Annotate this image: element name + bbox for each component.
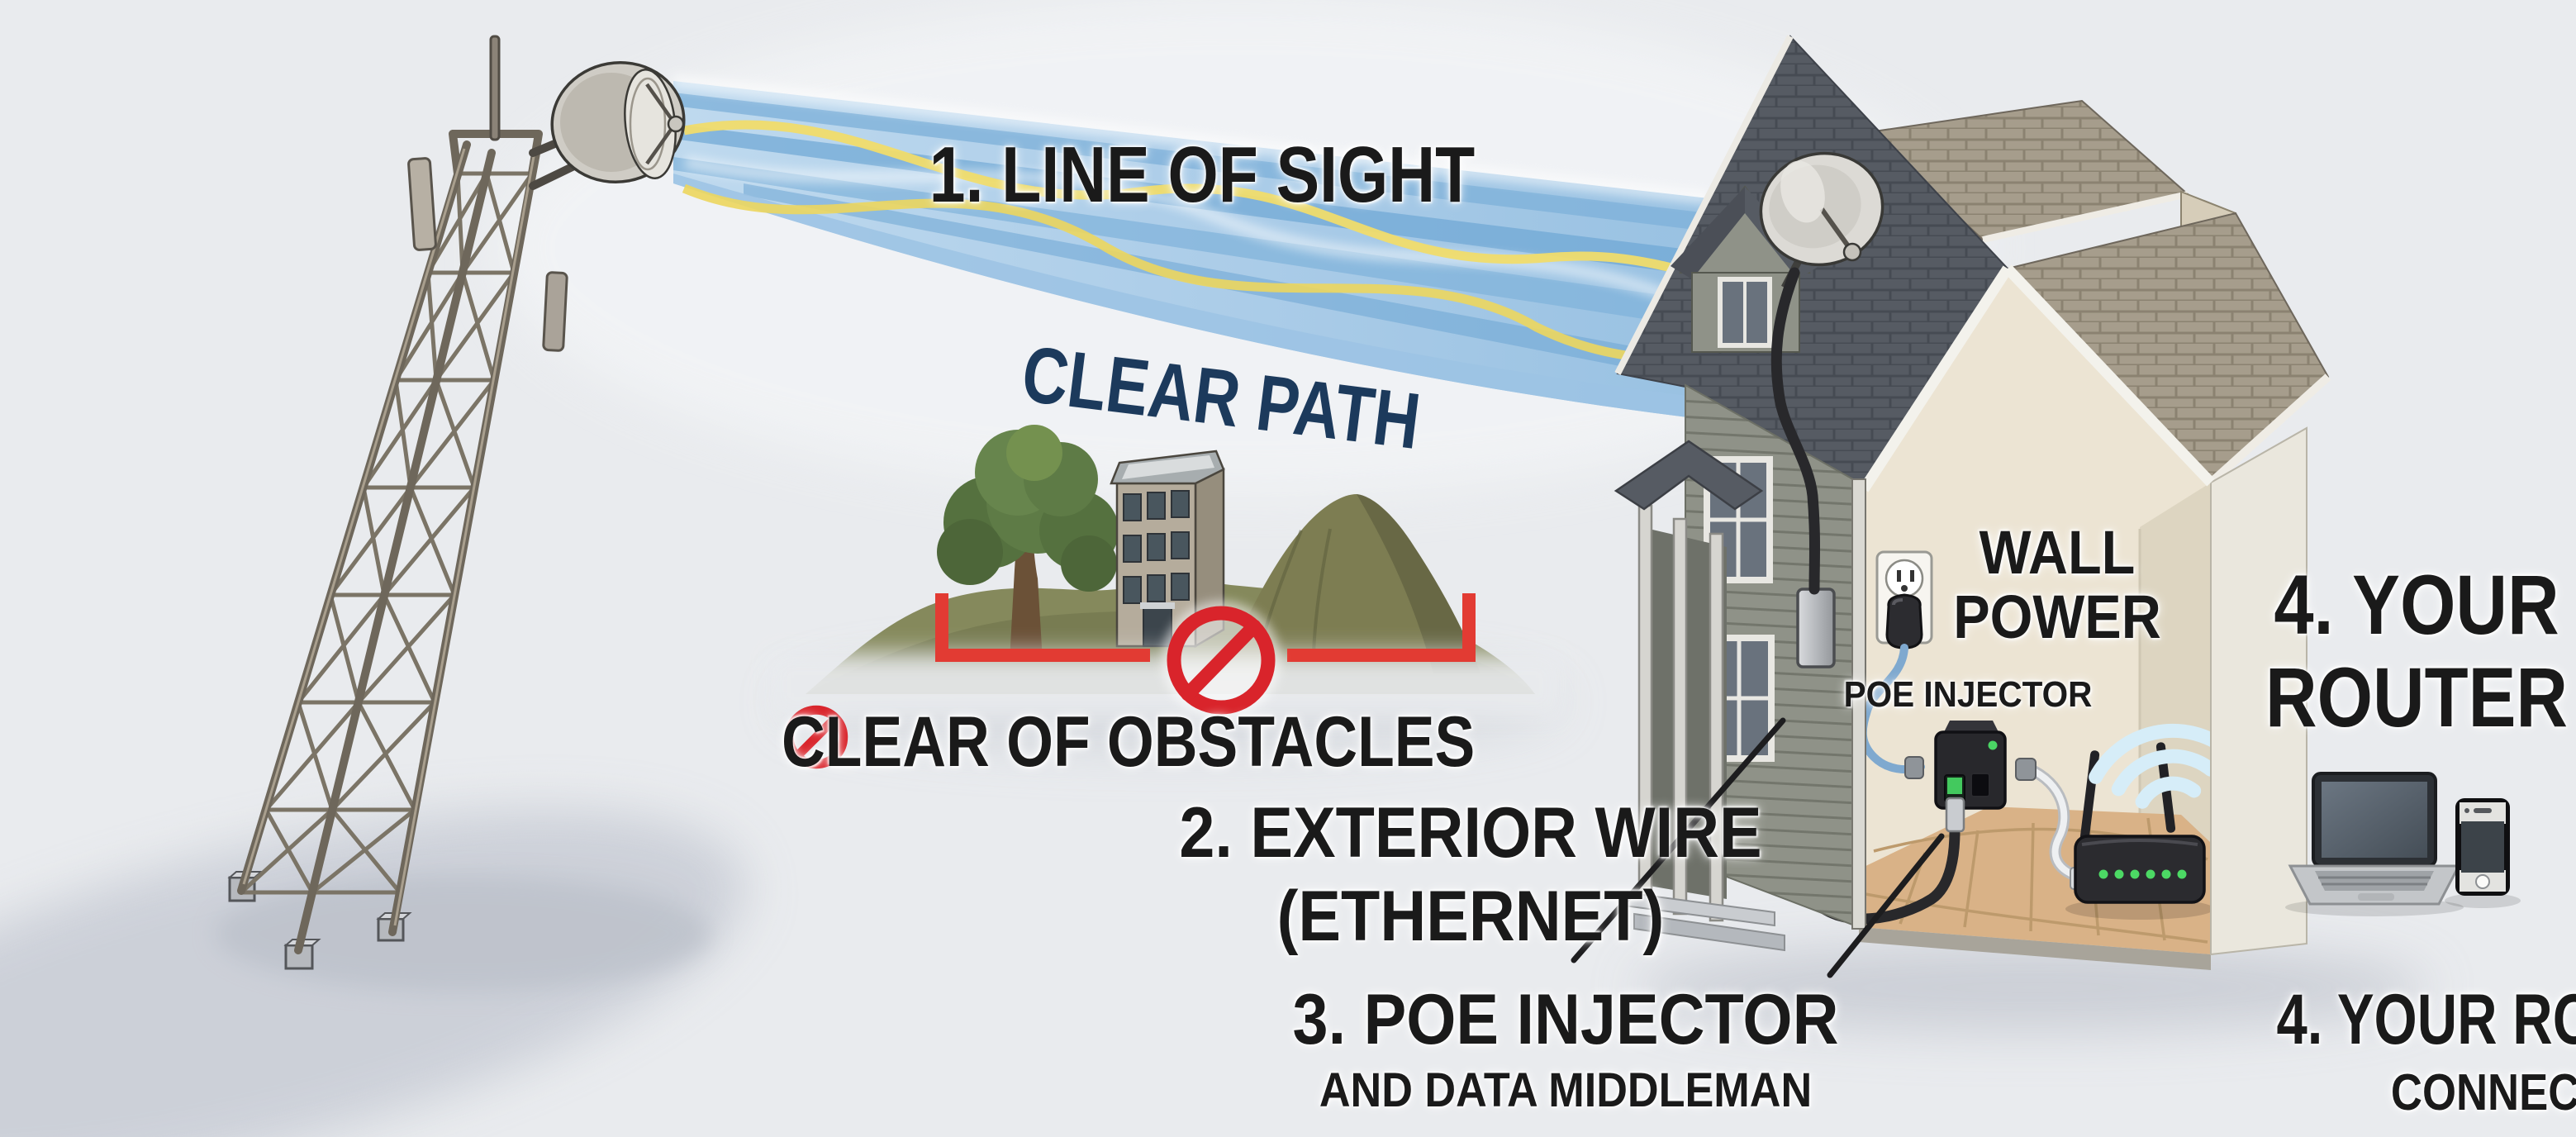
label-exterior-wire: 2. EXTERIOR WIRE (ETHERNET): [1179, 792, 1761, 959]
label-wall-power-line1: WALL: [1979, 518, 2136, 587]
junction-box: [1796, 588, 1836, 668]
label-clear-of-obstacles: CLEAR OF OBSTACLES: [782, 702, 1597, 782]
label-line-of-sight: 1. LINE OF SIGHT: [929, 131, 1475, 220]
label-poe-injector-device-text: POE INJECTOR: [1843, 674, 2093, 715]
label-your-router-line2: ROUTER: [2265, 650, 2569, 745]
power-plug-icon: [1885, 593, 1923, 649]
wifi-signal-icon: [2089, 723, 2234, 809]
hill-icon: [1224, 494, 1480, 673]
porch: [1614, 440, 1785, 952]
label-router-wifi-step: 4. YOUR ROUTER & WI-FI CONNECTS DEVICES: [2181, 980, 2576, 1122]
label-line-of-sight-text: 1. LINE OF SIGHT: [929, 131, 1476, 219]
label-poe-injector-step: 3. POE INJECTOR AND DATA MIDDLEMAN: [1293, 980, 1839, 1118]
tree-icon: [937, 425, 1119, 661]
signal-beam: [673, 74, 1709, 420]
smartphone-icon: [2455, 798, 2510, 896]
label-router-wifi-line1: 4. YOUR ROUTER & WI-FI: [2276, 980, 2576, 1059]
label-exterior-wire-line2: (ETHERNET): [1276, 877, 1665, 957]
right-exterior-wall: [2210, 426, 2307, 956]
corner-trim: [1851, 478, 1866, 930]
fascia-right: [2003, 264, 2215, 487]
label-router-wifi-line2: CONNECTS DEVICES: [2390, 1064, 2576, 1122]
leader-line-poe-injector: [1827, 833, 1945, 978]
radio-tower-icon: [227, 35, 686, 970]
label-exterior-wire-line1: 2. EXTERIOR WIRE: [1179, 793, 1762, 873]
label-clear-of-obstacles-text: CLEAR OF OBSTACLES: [782, 702, 1476, 782]
satellite-dish-icon: [1759, 151, 1884, 290]
tower-panel-antenna-left: [407, 157, 437, 251]
tower-panel-antenna-right: [542, 271, 568, 352]
floor-cut-edge: [1859, 927, 2211, 970]
injector-led: [1988, 740, 1998, 750]
poe-injector-device: [1904, 721, 2037, 833]
tower-lattice-braces: [240, 171, 535, 895]
exterior-cable-upper: [1770, 267, 1820, 595]
label-your-router: 4. YOUR ROUTER: [2265, 558, 2569, 745]
label-poe-injector-step-line1: 3. POE INJECTOR: [1292, 980, 1839, 1059]
label-poe-injector-device: POE INJECTOR: [1844, 674, 2093, 715]
fascia-left: [1859, 265, 2013, 492]
wifi-router-device: [2065, 742, 2214, 920]
label-wall-power-line2: POWER: [1953, 582, 2161, 651]
laptop-icon: [2288, 772, 2461, 906]
dish-antenna-icon: [550, 60, 686, 184]
label-poe-injector-step-line2: AND DATA MIDDLEMAN: [1319, 1063, 1813, 1118]
label-wall-power: WALL POWER: [1953, 521, 2161, 649]
no-obstacles-bracket: [935, 593, 1476, 720]
label-your-router-line1: 4. YOUR: [2274, 558, 2559, 652]
prohibition-icon: [784, 705, 848, 769]
client-devices: [2285, 772, 2521, 916]
rj45-connector: [1945, 797, 1965, 833]
leader-line-exterior-wire: [1571, 717, 1786, 963]
router-leds: [2098, 869, 2187, 879]
tower-top-rod: [489, 35, 501, 141]
prohibition-icon: [1167, 606, 1276, 715]
house-illustration: [1614, 35, 2331, 970]
